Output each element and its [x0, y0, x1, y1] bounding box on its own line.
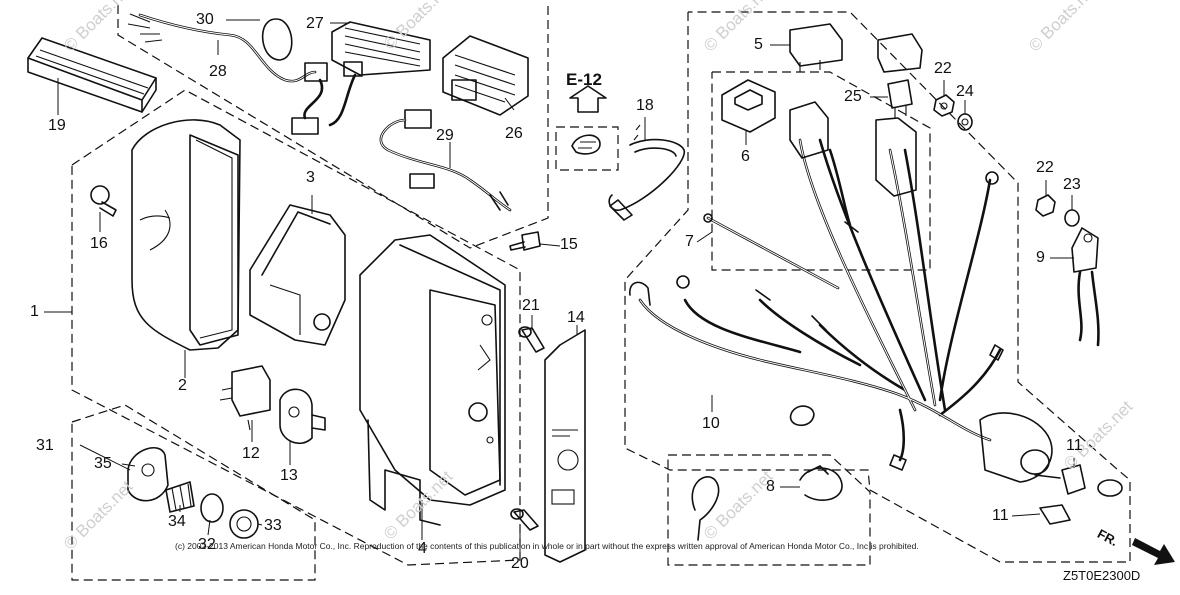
part-14-panel-label — [544, 329, 586, 563]
part-20-screw — [510, 508, 539, 531]
callout-22-lower: 22 — [1036, 159, 1054, 176]
callout-8: 8 — [766, 478, 775, 495]
callout-28: 28 — [209, 63, 227, 80]
part-19-foam-pad — [27, 37, 157, 113]
e12-reference-box — [569, 85, 607, 155]
part-33-seal — [229, 509, 259, 539]
callout-18: 18 — [636, 97, 654, 114]
callout-14: 14 — [567, 309, 585, 326]
part-7-wire — [703, 213, 840, 290]
part-cable-tie — [691, 476, 720, 541]
callout-11-upper: 11 — [1066, 437, 1083, 454]
group-boundary-control-box — [71, 89, 521, 566]
part-15-bolt — [509, 231, 541, 251]
group-boundary-regulators — [117, 5, 549, 249]
callout-26: 26 — [505, 125, 523, 142]
part-22-nut-top — [933, 94, 955, 117]
part-16-bolt — [90, 185, 117, 217]
callout-31: 31 — [36, 437, 54, 454]
part-21-screw — [518, 326, 545, 353]
part-10-main-harness — [629, 101, 1004, 471]
callout-3: 3 — [306, 169, 315, 186]
callout-24: 24 — [956, 83, 974, 100]
callout-6: 6 — [741, 148, 750, 165]
callout-2: 2 — [178, 377, 187, 394]
part-2-rear-cover — [131, 119, 241, 351]
part-30-clip — [261, 18, 293, 61]
callout-27: 27 — [306, 15, 324, 32]
group-boundary-e12-ref — [555, 126, 619, 171]
callout-33: 33 — [264, 517, 282, 534]
part-12-switch — [219, 365, 271, 431]
part-6-fuse-case — [721, 79, 776, 133]
callout-22-top: 22 — [934, 60, 952, 77]
callout-20: 20 — [511, 555, 529, 572]
part-solenoid — [979, 412, 1053, 483]
group-boundary-clamps — [667, 454, 871, 566]
part-25-fuse — [887, 79, 913, 118]
callout-23: 23 — [1063, 176, 1081, 193]
callout-30: 30 — [196, 11, 214, 28]
group-boundary-switch-assy — [71, 404, 316, 581]
callout-13: 13 — [280, 467, 298, 484]
e12-reference-label: E-12 — [566, 70, 602, 89]
callout-32: 32 — [198, 536, 216, 553]
part-18-cable-strap — [608, 124, 685, 221]
part-32-knob — [200, 493, 224, 523]
callout-35: 35 — [94, 455, 112, 472]
callout-12: 12 — [242, 445, 260, 462]
part-28-sub-harness — [127, 13, 328, 135]
callout-7: 7 — [685, 233, 694, 250]
part-35-switch-body — [127, 446, 169, 502]
callout-19: 19 — [48, 117, 66, 134]
callout-5: 5 — [754, 36, 763, 53]
callout-15: 15 — [560, 236, 578, 253]
group-boundary-fuse-box — [711, 71, 931, 271]
front-direction-arrow — [1132, 538, 1175, 565]
part-4-control-box — [359, 234, 506, 526]
part-3-bracket — [249, 204, 346, 346]
part-26-rectifier — [442, 35, 529, 116]
part-8-clamp — [799, 465, 843, 501]
callout-leaders — [44, 19, 1075, 555]
callout-9: 9 — [1036, 249, 1045, 266]
callout-1: 1 — [30, 303, 39, 320]
group-boundary-harness — [624, 11, 1131, 563]
callout-29: 29 — [436, 127, 454, 144]
part-34-spring — [165, 481, 195, 513]
part-23-washer — [1064, 209, 1080, 227]
callout-11-lower: 11 — [992, 507, 1009, 524]
part-24-washer — [957, 113, 973, 131]
part-9-diode — [1071, 227, 1100, 347]
part-27-regulator — [328, 21, 431, 127]
callout-25: 25 — [844, 88, 862, 105]
part-grommet — [789, 405, 815, 427]
callout-10: 10 — [702, 415, 720, 432]
part-fuse-cover — [877, 33, 923, 73]
part-29-cable — [379, 109, 512, 212]
part-5-relay — [789, 23, 843, 72]
callout-34: 34 — [168, 513, 186, 530]
copyright-notice: (c) 2002-2013 American Honda Motor Co., … — [175, 541, 919, 551]
callout-16: 16 — [90, 235, 108, 252]
callout-21: 21 — [522, 297, 540, 314]
part-22-nut-lower — [1035, 194, 1056, 217]
part-13-switch — [279, 388, 326, 444]
callout-4: 4 — [418, 540, 427, 557]
drawing-code: Z5T0E2300D — [1063, 568, 1141, 583]
part-11-terminal-b — [1039, 504, 1071, 525]
